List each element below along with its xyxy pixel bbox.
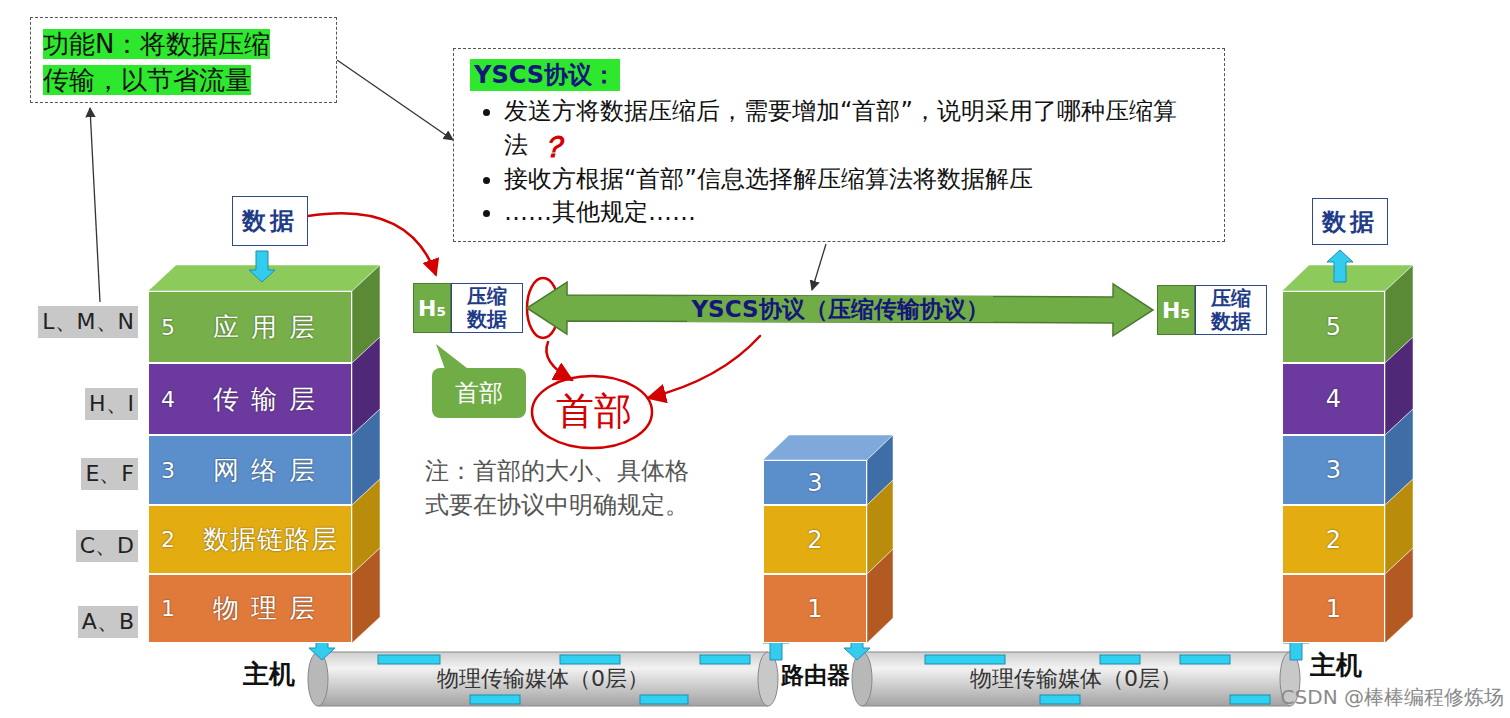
data-box: 数据 bbox=[1312, 198, 1388, 245]
header-text: H₅ bbox=[418, 296, 446, 321]
layer-name: 应用层 bbox=[189, 310, 351, 345]
layer-number: 2 bbox=[1326, 526, 1341, 554]
layer-arrow bbox=[249, 251, 275, 282]
bullet-item: ……其他规定…… bbox=[504, 196, 1194, 230]
protocol-box: YSCS协议： 发送方将数据压缩后，需要增加“首部”，说明采用了哪种压缩算法接收方… bbox=[453, 48, 1225, 242]
callout-bubble: 首部 bbox=[432, 368, 526, 418]
layer-name: 网络层 bbox=[189, 453, 351, 488]
layer-block: 1 bbox=[763, 574, 867, 643]
layer-name: 物理层 bbox=[189, 591, 351, 626]
layer-number: 3 bbox=[1326, 456, 1341, 484]
layer-number: 4 bbox=[149, 387, 189, 412]
layer-function-tag: A、B bbox=[78, 606, 138, 638]
payload-box: 压缩数据 bbox=[1195, 285, 1267, 335]
box-heading: YSCS协议： bbox=[470, 59, 620, 91]
layer-number: 1 bbox=[1326, 595, 1341, 623]
layer-number: 3 bbox=[807, 469, 822, 497]
data-text: 数据 bbox=[1322, 206, 1378, 238]
data-text: 数据 bbox=[242, 205, 298, 237]
layer-number: 2 bbox=[149, 527, 189, 552]
leader-line bbox=[90, 108, 100, 302]
watermark: CSDN @棒棒编程修炼场 bbox=[1281, 684, 1504, 711]
device-label: 路由器 bbox=[781, 660, 850, 691]
layer-arrow bbox=[1327, 250, 1353, 282]
layer-block: 1 bbox=[1282, 574, 1385, 643]
layer-number: 2 bbox=[807, 526, 822, 554]
layer-block: 3 bbox=[1282, 435, 1385, 505]
highlight-text: 功能N：将数据压缩传输，以节省流量 bbox=[43, 29, 270, 95]
layer-block: 3 bbox=[763, 460, 867, 505]
layer-block: 2数据链路层 bbox=[148, 505, 352, 574]
layer-function-tag: E、F bbox=[81, 458, 138, 490]
layer-number: 5 bbox=[149, 315, 189, 340]
layer-name: 传输层 bbox=[189, 382, 351, 417]
header-box: H₅ bbox=[1157, 285, 1195, 335]
layer-function-tag: C、D bbox=[76, 530, 138, 562]
layer-block: 4 bbox=[1282, 363, 1385, 435]
layer-name: 数据链路层 bbox=[189, 522, 351, 557]
note-wrap: 功能N：将数据压缩传输，以节省流量 bbox=[43, 26, 293, 99]
edge-label: YSCS协议（压缩传输协议） bbox=[687, 296, 992, 322]
layer-number: 4 bbox=[1326, 385, 1341, 413]
data-box: 数据 bbox=[232, 196, 308, 246]
device-label: 主机 bbox=[1310, 648, 1362, 683]
stack-faces bbox=[148, 265, 1413, 643]
layer-function-tag: L、M、N bbox=[38, 306, 138, 338]
bubble-text: 首部 bbox=[455, 377, 503, 409]
bullet-item: 发送方将数据压缩后，需要增加“首部”，说明采用了哪种压缩算法 bbox=[504, 95, 1194, 162]
medium-text: 物理传输媒体（0层） bbox=[437, 664, 649, 694]
layer-block: 1物理层 bbox=[148, 574, 352, 643]
payload-text: 压缩数据 bbox=[462, 285, 512, 331]
bullet-list: 发送方将数据压缩后，需要增加“首部”，说明采用了哪种压缩算法接收方根据“首部”信… bbox=[470, 95, 1208, 229]
layer-function-tag: H、I bbox=[85, 388, 138, 420]
layer-number: 1 bbox=[807, 595, 822, 623]
handwritten-arrow bbox=[308, 213, 436, 275]
layer-block: 3网络层 bbox=[148, 435, 352, 505]
bullet-item: 接收方根据“首部”信息选择解压缩算法将数据解压 bbox=[504, 163, 1194, 197]
layer-block: 2 bbox=[763, 505, 867, 574]
handwritten-mark: ？ bbox=[538, 127, 568, 168]
protocol-arrow bbox=[527, 282, 1153, 336]
cable-body bbox=[308, 652, 1300, 706]
leader-line bbox=[812, 244, 826, 290]
function-note: 功能N：将数据压缩传输，以节省流量 bbox=[30, 17, 337, 103]
layer-block: 5应用层 bbox=[148, 291, 352, 363]
note-text: 注：首部的大小、具体格式要在协议中明确规定。 bbox=[425, 455, 710, 522]
header-text: H₅ bbox=[1162, 298, 1190, 323]
transmission-medium: 物理传输媒体（0层） bbox=[852, 652, 1300, 706]
layer-number: 1 bbox=[149, 596, 189, 621]
payload-box: 压缩数据 bbox=[451, 283, 523, 333]
header-box: H₅ bbox=[413, 283, 451, 333]
device-label: 主机 bbox=[243, 657, 295, 692]
payload-text: 压缩数据 bbox=[1206, 287, 1256, 333]
layer-block: 2 bbox=[1282, 505, 1385, 574]
signal-pulse bbox=[378, 655, 1270, 704]
layer-number: 3 bbox=[149, 458, 189, 483]
pointer-arrow bbox=[337, 60, 453, 140]
medium-text: 物理传输媒体（0层） bbox=[970, 664, 1182, 694]
layer-number: 5 bbox=[1326, 313, 1341, 341]
transmission-medium: 物理传输媒体（0层） bbox=[308, 652, 778, 706]
layer-block: 5 bbox=[1282, 291, 1385, 363]
layer-block: 4传输层 bbox=[148, 363, 352, 435]
handwritten-note: 首部 bbox=[556, 386, 632, 437]
